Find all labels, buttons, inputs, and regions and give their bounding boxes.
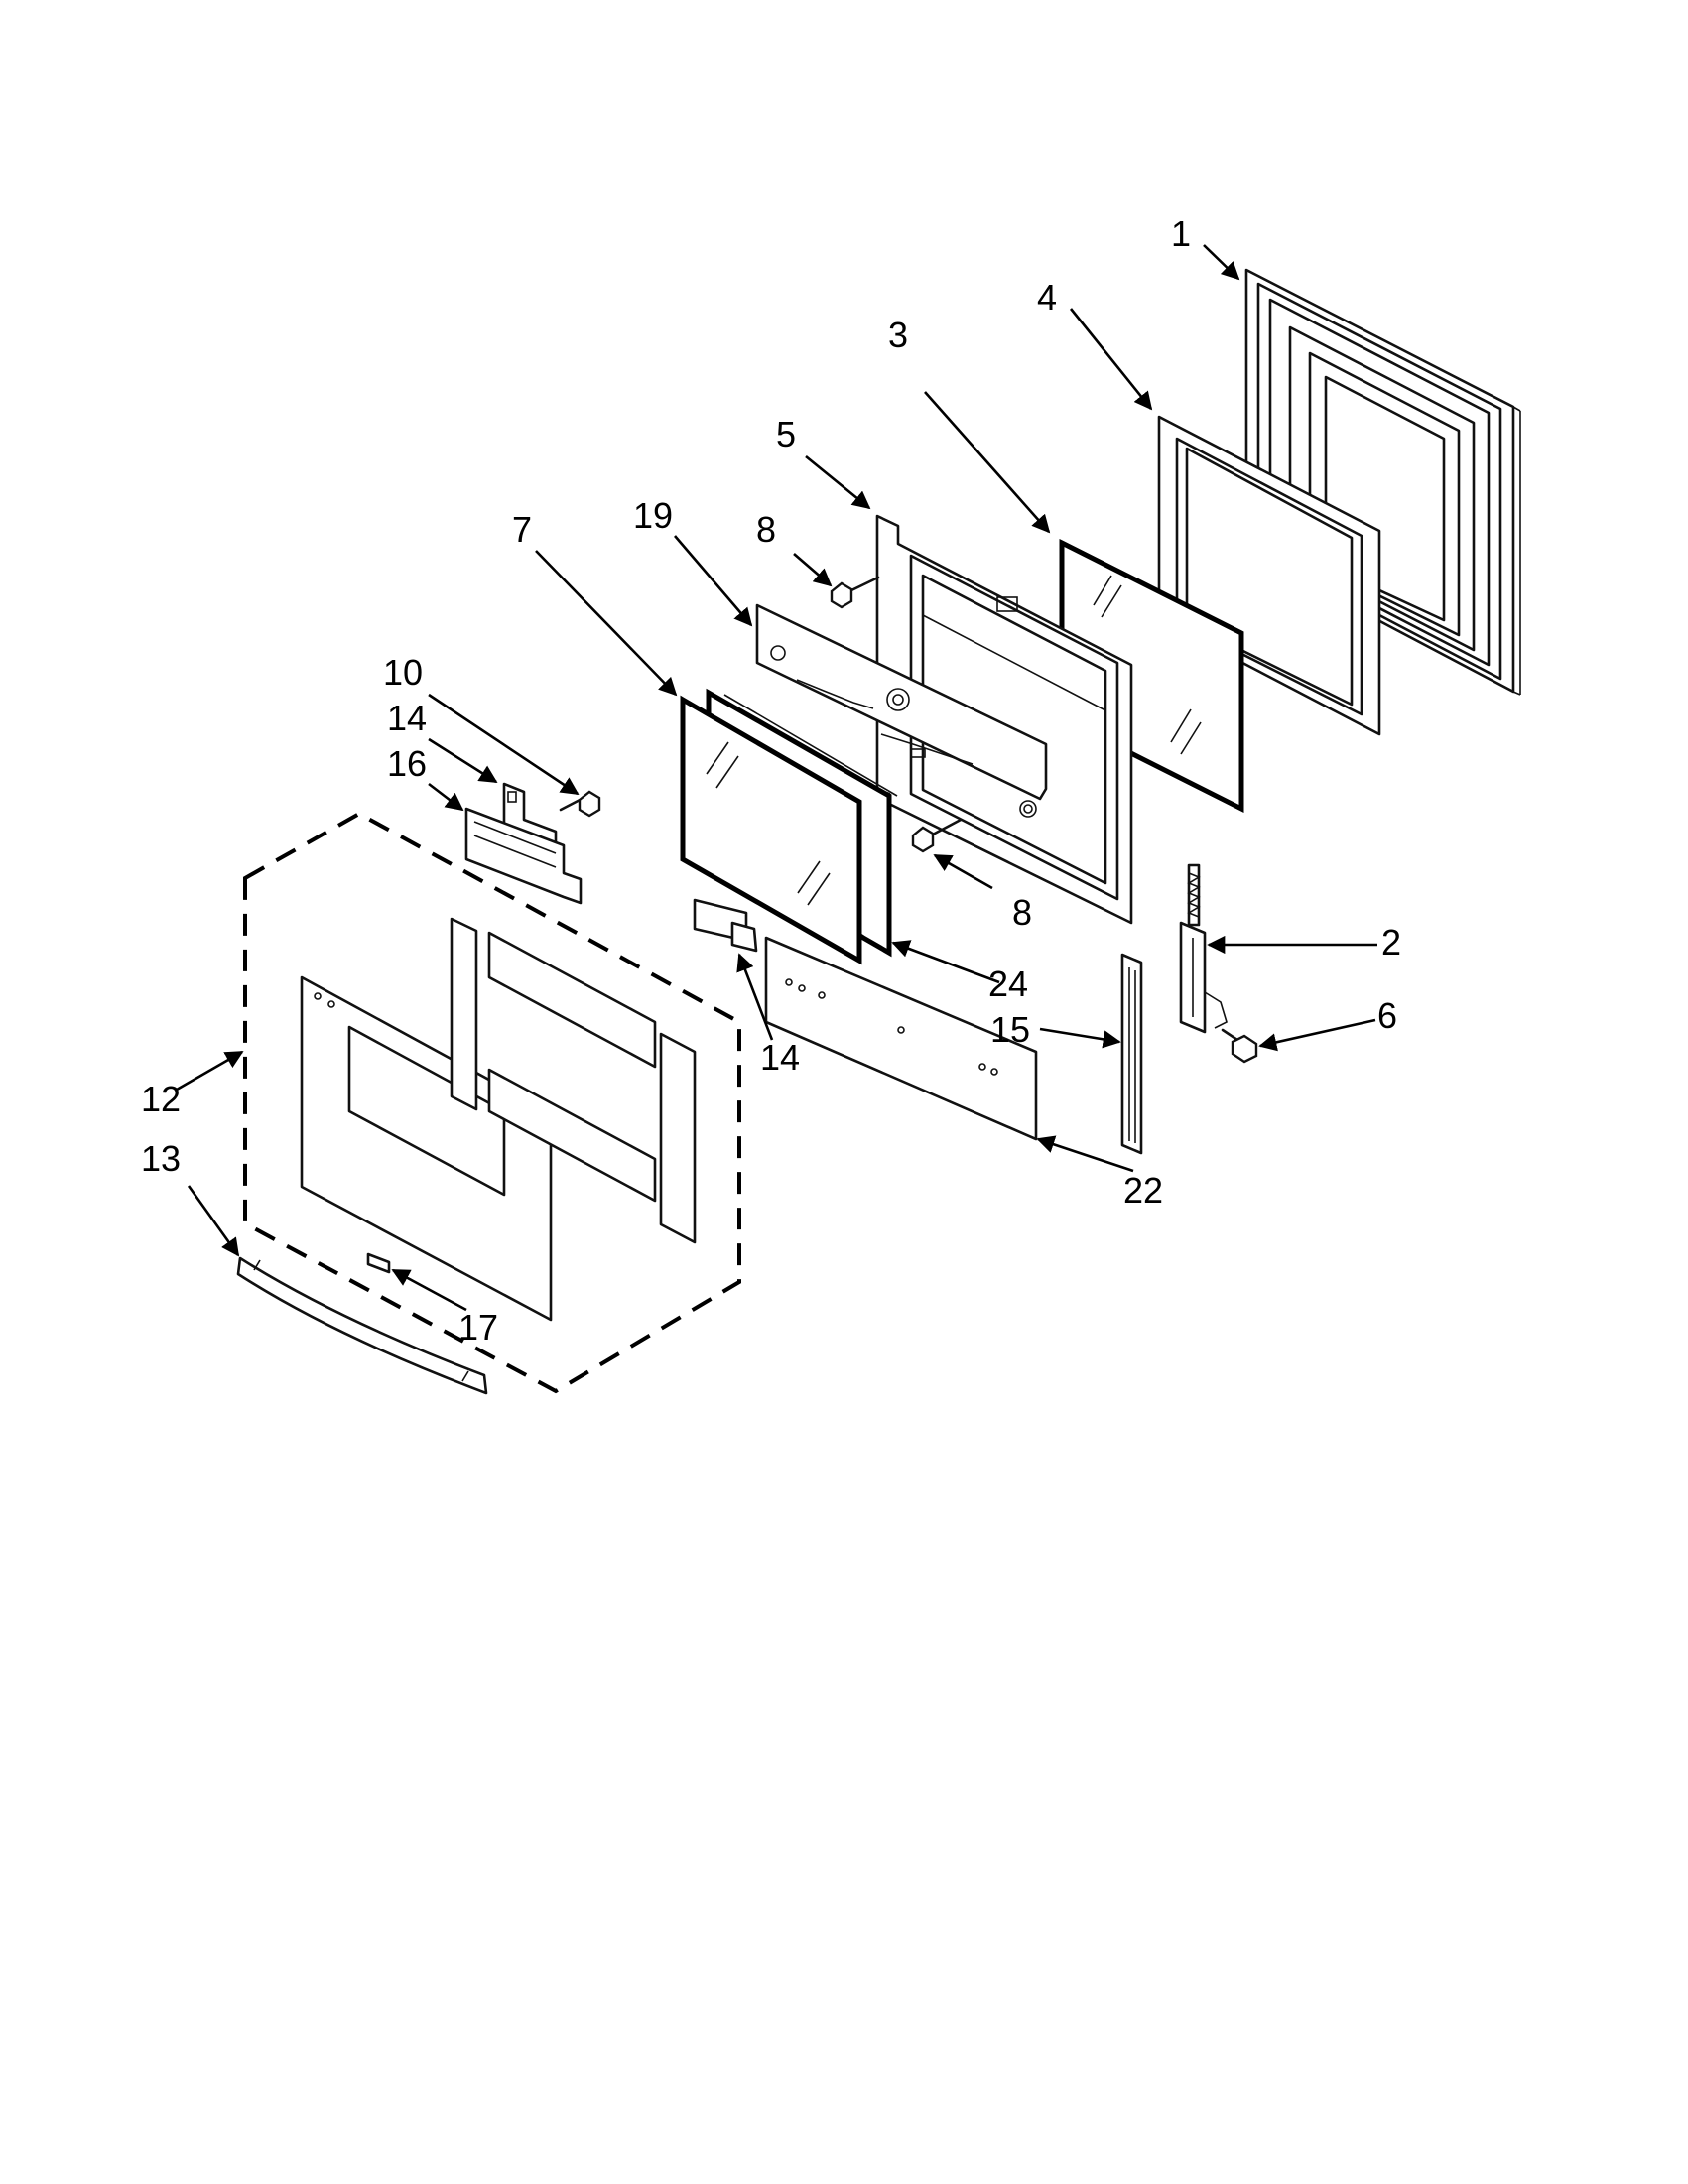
leader-1 <box>1203 244 1240 281</box>
leader-12 <box>176 1050 244 1092</box>
leader-16 <box>428 782 464 812</box>
leader-10 <box>428 693 580 796</box>
leader-3 <box>924 391 1051 534</box>
leader-lines <box>176 244 1377 1312</box>
leader-6 <box>1258 1018 1376 1052</box>
callout-14-upper: 14 <box>387 698 427 738</box>
callout-2: 2 <box>1381 922 1401 963</box>
leader-8-upper <box>793 553 833 587</box>
callout-17: 17 <box>458 1307 498 1348</box>
callout-24: 24 <box>988 964 1028 1004</box>
part-6-hinge-screw <box>1221 1028 1258 1064</box>
callout-4: 4 <box>1037 277 1057 318</box>
leader-17 <box>391 1268 467 1312</box>
callout-7: 7 <box>512 509 532 550</box>
callout-1: 1 <box>1171 213 1191 254</box>
leader-14-lower <box>736 953 774 1041</box>
part-4-door-gasket-frame <box>1157 415 1381 736</box>
callout-16: 16 <box>387 743 427 784</box>
leader-4 <box>1069 308 1153 411</box>
part-12-inner-door-trim <box>450 917 697 1244</box>
leader-15 <box>1039 1027 1121 1049</box>
callout-22: 22 <box>1123 1170 1163 1211</box>
leader-14-upper <box>428 737 498 784</box>
leader-5 <box>805 454 871 510</box>
part-22-door-trim-strip <box>764 936 1038 1141</box>
callout-labels: 1 4 3 5 19 8 7 10 14 16 8 24 14 2 6 15 2… <box>141 213 1401 1348</box>
part-12-outer-door-glass <box>300 975 553 1322</box>
part-1-outer-door-frame <box>1244 268 1521 696</box>
callout-14-lower: 14 <box>760 1037 800 1078</box>
part-15-door-rail <box>1120 953 1143 1155</box>
part-19-door-shield <box>755 603 1048 801</box>
part-7-glass-panel <box>680 695 862 965</box>
part-8-screw-upper <box>830 576 880 609</box>
callout-12: 12 <box>141 1079 181 1119</box>
callout-3: 3 <box>888 315 908 355</box>
part-17-badge <box>366 1252 391 1274</box>
callout-19: 19 <box>633 495 673 536</box>
leader-13 <box>187 1185 240 1257</box>
callout-8-upper: 8 <box>756 509 776 550</box>
callout-15: 15 <box>990 1009 1030 1050</box>
part-8-screw-lower <box>911 818 963 853</box>
leader-7 <box>535 550 678 697</box>
leader-19 <box>674 535 753 627</box>
part-2-door-hinge <box>1179 863 1228 1034</box>
callout-8-lower: 8 <box>1012 892 1032 933</box>
leader-22 <box>1036 1135 1134 1173</box>
part-16-hinge-bracket <box>464 807 583 905</box>
callout-10: 10 <box>383 652 423 693</box>
part-13-door-handle <box>236 1256 488 1395</box>
callout-5: 5 <box>776 414 796 454</box>
callout-13: 13 <box>141 1138 181 1179</box>
leader-24 <box>891 940 1000 984</box>
part-14-clip-lower <box>693 898 758 953</box>
part-10-screw <box>559 790 601 818</box>
part-12-door-assembly-outline <box>243 811 741 1394</box>
callout-6: 6 <box>1377 995 1397 1036</box>
leader-8-lower <box>933 853 993 890</box>
